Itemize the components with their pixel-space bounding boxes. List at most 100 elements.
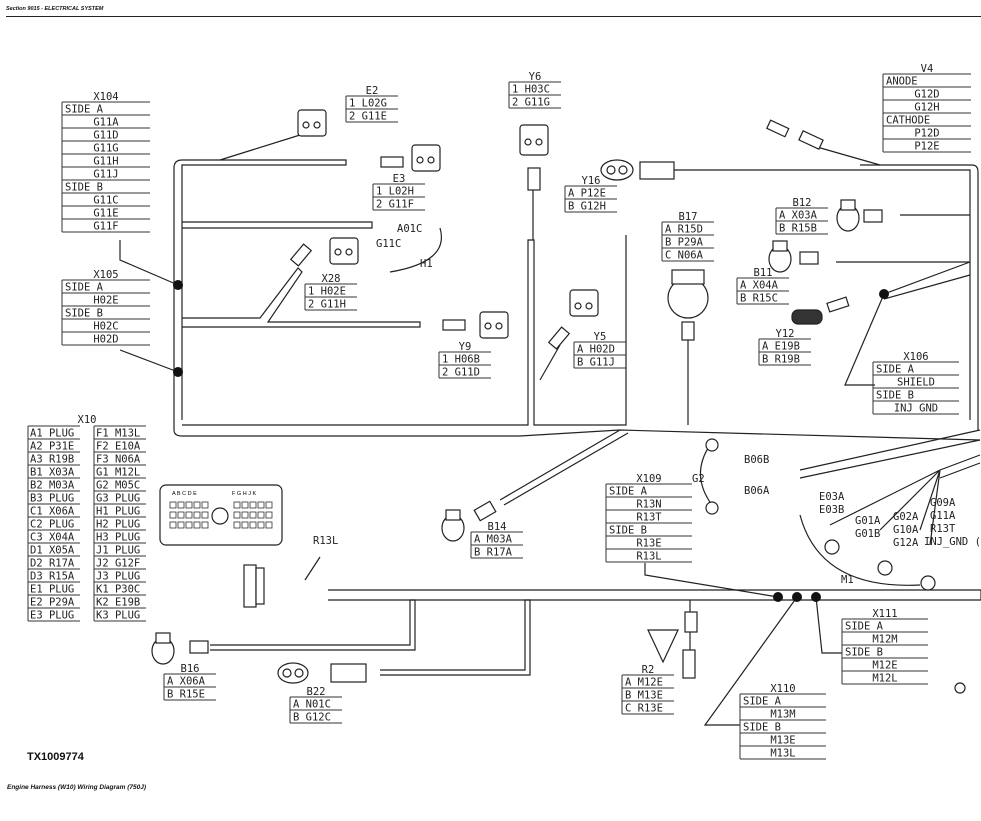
connector-y12-icon [791, 296, 850, 325]
x10-pin-cavity [249, 501, 257, 509]
wire-e2 [219, 134, 301, 161]
table-cell: SIDE B [609, 525, 647, 537]
wire-label: R13T [930, 523, 956, 535]
x10-pin-row: K1 P30C [96, 584, 140, 596]
wire-label: G02A [893, 511, 919, 523]
connector-table-title: Y9 [459, 341, 472, 353]
harness-lower-main [328, 589, 981, 601]
x10-pin-row: C3 X04A [30, 532, 75, 544]
x10-pin-cavity [265, 521, 273, 529]
x10-face-cols-right: F G H J K [232, 491, 256, 497]
harness-trunk-left [173, 159, 347, 430]
connector-table-title: E3 [393, 173, 406, 185]
x10-pin-row: A1 PLUG [30, 428, 74, 440]
connector-table-title: Y12 [776, 328, 795, 340]
splice-dot [773, 592, 783, 602]
x10-pin-cavity [265, 501, 273, 509]
connector-table-title: X111 [872, 608, 897, 620]
x10-pin-row: A3 R19B [30, 454, 74, 466]
connector-y9-icon [442, 311, 509, 339]
wire-label: E03B [819, 504, 844, 516]
wire-x109 [644, 563, 779, 598]
harness-branch-e3 [182, 221, 373, 229]
x10-pin-cavity [169, 511, 177, 519]
connector-table-title: X110 [770, 683, 795, 695]
x10-pin-cavity [249, 521, 257, 529]
table-cell: R13L [636, 551, 661, 563]
x10-pin-row: K3 PLUG [96, 610, 140, 622]
x10-pin-row: E1 PLUG [30, 584, 74, 596]
table-cell: H02C [93, 321, 118, 333]
wire-x110 [703, 596, 798, 726]
harness-main-bottom [173, 429, 981, 441]
harness-g-bundle [939, 454, 981, 479]
x10-pin-row: D3 R15A [30, 571, 75, 583]
table-cell: ANODE [886, 76, 918, 88]
connector-table-title: Y6 [529, 71, 542, 83]
wire-h1 [389, 227, 442, 273]
table-cell: G11A [93, 117, 119, 129]
table-cell: A H02D [577, 344, 615, 356]
connector-table-title: B17 [679, 211, 698, 223]
wire-ground-bundle [829, 469, 941, 546]
table-cell: 2 G11E [349, 111, 387, 123]
table-cell: A X04A [740, 280, 779, 292]
table-cell: 1 H06B [442, 354, 480, 366]
wire-label: E03A [819, 491, 845, 503]
x10-pin-cavity [201, 521, 209, 529]
ring-terminal-icons [705, 438, 966, 694]
table-cell: SIDE A [609, 486, 648, 498]
table-cell: 1 H03C [512, 84, 550, 96]
table-cell: 2 G11D [442, 367, 480, 379]
table-cell: SIDE A [876, 364, 915, 376]
connector-table-title: B12 [793, 197, 812, 209]
x10-pin-row: G3 PLUG [96, 493, 140, 505]
x10-face-cols-left: A B C D E [172, 491, 197, 497]
x10-pin-row: B2 M03A [30, 480, 75, 492]
connector-table-title: X104 [93, 91, 118, 103]
wire-label: A01C [397, 223, 422, 235]
connector-x28-icon [289, 237, 359, 267]
wire-label: G10A [893, 524, 919, 536]
wire-label: G01B [855, 528, 880, 540]
connector-table-title: Y16 [582, 175, 601, 187]
table-cell: A X06A [167, 676, 206, 688]
table-cell: B R15C [740, 293, 778, 305]
table-cell: H02D [93, 334, 118, 346]
wire-label: G11C [376, 238, 401, 250]
connector-e2-icon [297, 109, 327, 137]
table-cell: M12M [872, 634, 897, 646]
table-cell: SIDE B [743, 722, 781, 734]
table-cell: A M12E [625, 677, 663, 689]
table-cell: G12D [914, 89, 939, 101]
table-cell: C N06A [665, 250, 704, 262]
harness-lower-b16 [210, 599, 416, 651]
wire-label: H1 [420, 258, 433, 270]
table-cell: SIDE A [845, 621, 884, 633]
x10-pin-cavity [201, 501, 209, 509]
x10-pin-row: H3 PLUG [96, 532, 140, 544]
x10-pin-cavity [185, 521, 193, 529]
table-cell: P12D [914, 128, 939, 140]
x10-pin-cavity [193, 501, 201, 509]
wire-v4 [809, 144, 881, 166]
table-cell: A N01C [293, 699, 331, 711]
x10-pin-row: A2 P31E [30, 441, 74, 453]
table-cell: R13E [636, 538, 661, 550]
table-cell: P12E [914, 141, 939, 153]
splice-dot [792, 592, 802, 602]
connector-y16-icon [600, 159, 675, 181]
connector-table-title: R2 [642, 664, 655, 676]
table-cell: SIDE A [743, 696, 782, 708]
connector-table-title: E2 [366, 85, 379, 97]
figure-id: TX1009774 [27, 751, 84, 763]
table-cell: G11J [93, 169, 118, 181]
